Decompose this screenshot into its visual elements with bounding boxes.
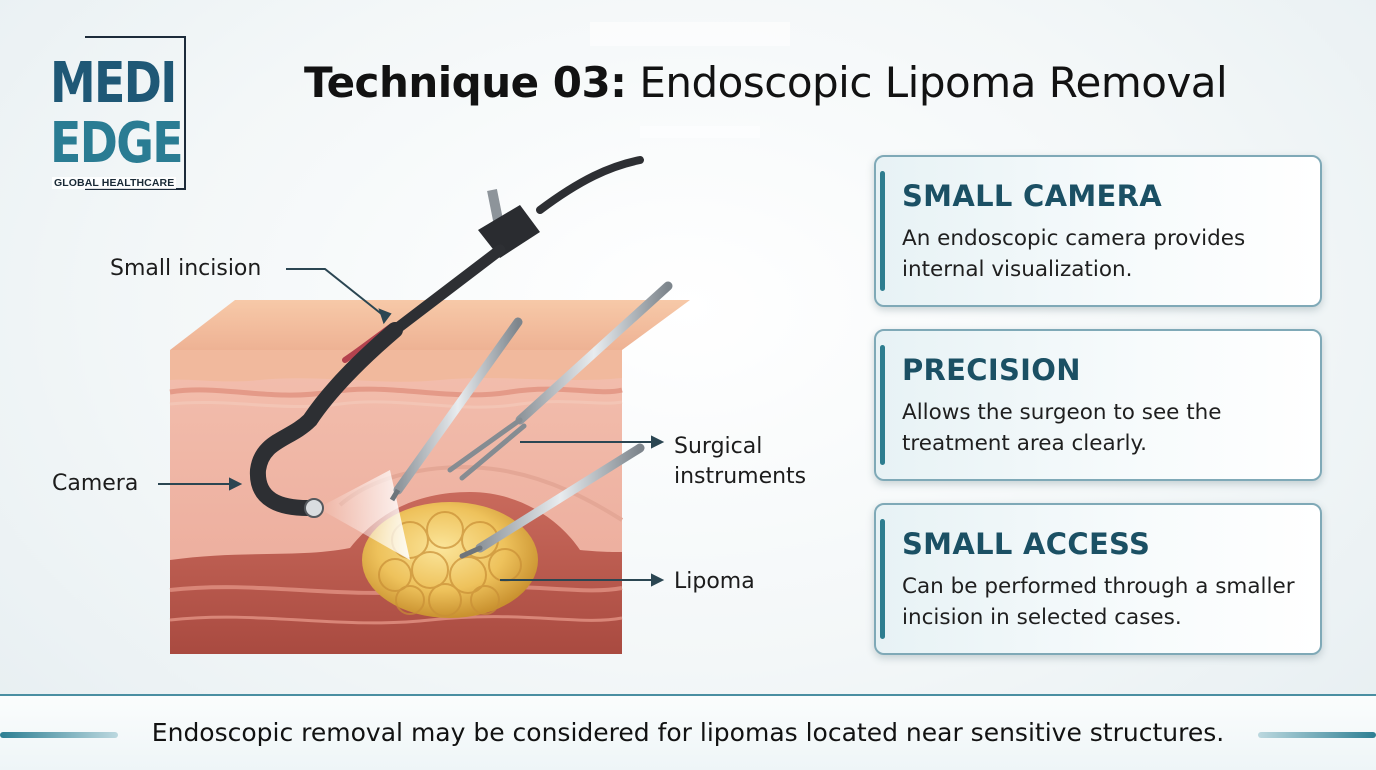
- info-card-small-access: SMALL ACCESS Can be performed through a …: [874, 503, 1322, 655]
- brand-logo: MEDI EDGE GLOBAL HEALTHCARE: [50, 36, 186, 190]
- footer-accent-bar-right: [1258, 732, 1376, 738]
- endoscope-connector: [487, 189, 503, 221]
- background-light-panel: [590, 22, 790, 46]
- title-main: Endoscopic Lipoma Removal: [639, 58, 1228, 107]
- callout-arrowhead-camera: [229, 477, 243, 491]
- callout-line-incision: [286, 268, 385, 317]
- card-title: SMALL CAMERA: [902, 179, 1163, 213]
- skin-top-surface: [170, 300, 690, 350]
- forceps-jaws: [447, 417, 527, 481]
- endoscope-handle: [478, 205, 540, 258]
- surgical-dissector: [393, 317, 523, 495]
- title-prefix: Technique 03:: [304, 58, 627, 107]
- logo-frame: [85, 36, 186, 190]
- grasper-shaft: [475, 443, 645, 553]
- card-title: PRECISION: [902, 353, 1081, 387]
- surgical-dissector-tip: [389, 488, 401, 502]
- label-surgical-instruments-line1: Surgical: [674, 434, 763, 459]
- footer-accent-bar-left: [0, 732, 118, 738]
- muscle-fiber: [169, 615, 623, 625]
- callout-arrowhead-instruments: [651, 435, 665, 449]
- dermis-wave: [169, 386, 623, 398]
- endoscope-shaft: [389, 244, 506, 336]
- label-lipoma: Lipoma: [674, 569, 755, 594]
- procedure-diagram: Small incision Camera Surgical instrumen…: [0, 140, 860, 680]
- card-body: An endoscopic camera provides internal v…: [902, 226, 1246, 282]
- logo-tagline: GLOBAL HEALTHCARE: [52, 177, 177, 189]
- camera-light-beam: [318, 470, 410, 560]
- endoscope-lens: [304, 498, 324, 518]
- logo-wordmark-edge: EDGE: [50, 111, 184, 176]
- label-small-incision: Small incision: [110, 256, 262, 281]
- dermis-wave: [169, 400, 623, 409]
- endoscope-tip-curve: [249, 322, 403, 516]
- tissue-illustration: [158, 156, 690, 654]
- label-camera: Camera: [52, 471, 139, 496]
- label-surgical-instruments-line2: instruments: [674, 464, 807, 489]
- grasper-tip: [459, 545, 483, 559]
- callout-arrowhead-lipoma: [651, 573, 665, 587]
- info-card-small-camera: SMALL CAMERA An endoscopic camera provid…: [874, 155, 1322, 307]
- footer-note: Endoscopic removal may be considered for…: [151, 718, 1225, 747]
- card-body: Can be performed through a smaller incis…: [902, 574, 1295, 630]
- card-title: SMALL ACCESS: [902, 527, 1151, 561]
- info-card-precision: PRECISION Allows the surgeon to see the …: [874, 329, 1322, 481]
- endoscope-cable: [536, 156, 644, 214]
- logo-wordmark-medi: MEDI: [50, 51, 177, 116]
- epidermis-layer: [170, 350, 622, 382]
- footer-banner: Endoscopic removal may be considered for…: [0, 694, 1376, 770]
- forceps-shaft: [515, 281, 673, 425]
- callout-arrowhead-incision: [378, 308, 392, 325]
- background-light-panel: [640, 126, 760, 138]
- card-body: Allows the surgeon to see the treatment …: [902, 400, 1222, 456]
- page-title: Technique 03: Endoscopic Lipoma Removal: [304, 58, 1228, 107]
